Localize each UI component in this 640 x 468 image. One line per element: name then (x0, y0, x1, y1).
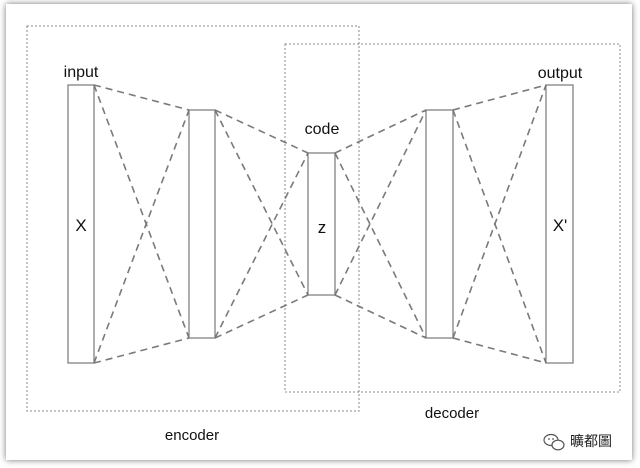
x-variable-label: X (75, 216, 86, 235)
decoder-hidden-layer (425, 109, 454, 339)
encoder-hidden-layer (188, 109, 216, 339)
connection-line-0-1 (93, 337, 190, 364)
connection-line-3-1 (452, 337, 547, 364)
connection-line-0-2 (93, 84, 190, 339)
connection-line-2-3 (334, 109, 427, 296)
connection-line-2-2 (334, 152, 427, 339)
connection-line-3-3 (452, 84, 547, 339)
connection-line-0-3 (93, 109, 190, 364)
connection-lines (93, 84, 547, 364)
code-layer (307, 152, 336, 296)
code-label: code (305, 121, 340, 138)
wechat-icon (543, 433, 565, 451)
connection-line-1-0 (214, 109, 309, 154)
output-label: output (538, 65, 583, 82)
connection-line-1-1 (214, 294, 309, 339)
connection-line-2-1 (334, 294, 427, 339)
input-layer (67, 84, 95, 364)
connection-line-3-2 (452, 109, 547, 364)
output-layer (545, 84, 574, 364)
z-variable-label: z (318, 218, 327, 237)
encoder-group-box (26, 25, 360, 412)
encoder-label: encoder (165, 427, 219, 444)
connection-line-1-3 (214, 152, 309, 339)
watermark-text: 曠都圖 (570, 433, 612, 450)
connection-line-3-0 (452, 84, 547, 111)
x-prime-variable-label: X' (553, 216, 568, 235)
connection-line-0-0 (93, 84, 190, 111)
decoder-group-box (284, 43, 621, 393)
input-label: input (64, 64, 99, 81)
connection-line-2-0 (334, 109, 427, 154)
decoder-label: decoder (425, 405, 479, 422)
watermark: 曠都圖 (543, 433, 612, 451)
connection-line-1-2 (214, 109, 309, 296)
